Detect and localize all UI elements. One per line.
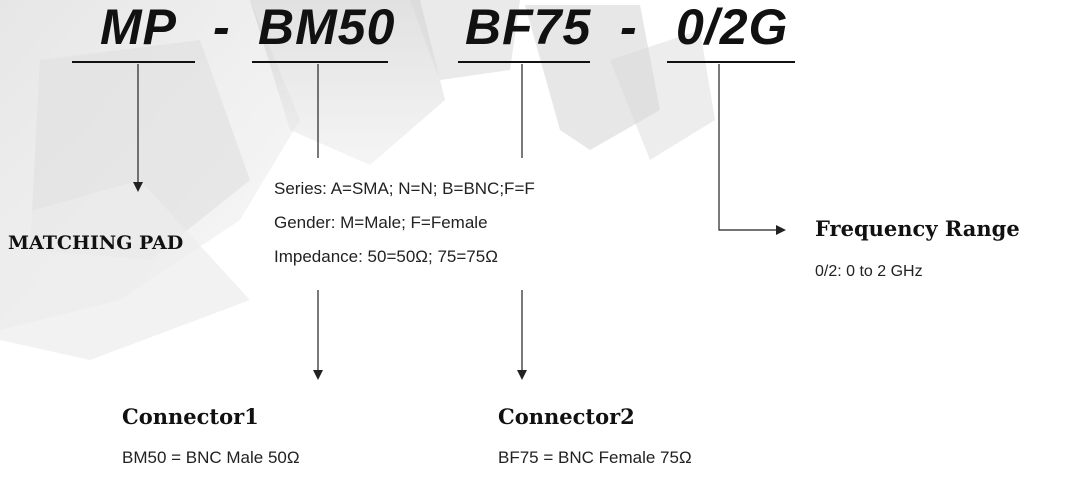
spec-impedance: Impedance: 50=50Ω; 75=75Ω [274, 247, 498, 266]
spec-gender: Gender: M=Male; F=Female [274, 213, 488, 232]
code-connector2: BF75 [465, 0, 592, 55]
spec-series: Series: A=SMA; N=N; B=BNC;F=F [274, 179, 535, 198]
matching-pad-heading: MATCHING PAD [8, 232, 184, 254]
code-prefix: MP [100, 0, 177, 55]
frequency-range-detail: 0/2: 0 to 2 GHz [815, 263, 923, 280]
code-connector1: BM50 [258, 0, 396, 55]
arrowhead-connector1 [313, 370, 323, 380]
connector1-heading: Connector1 [122, 404, 259, 429]
frequency-range-heading: Frequency Range [815, 216, 1020, 241]
arrowhead-connector2 [517, 370, 527, 380]
connector2-detail: BF75 = BNC Female 75Ω [498, 448, 692, 467]
code-frequency: 0/2G [676, 0, 789, 55]
leader-frequency [718, 64, 780, 231]
connector1-detail: BM50 = BNC Male 50Ω [122, 448, 300, 467]
code-separator-1: - [213, 0, 230, 55]
connector2-heading: Connector2 [498, 404, 635, 429]
code-separator-2: - [620, 0, 637, 55]
arrowhead-matching-pad [133, 182, 143, 192]
arrowhead-frequency [776, 225, 786, 235]
